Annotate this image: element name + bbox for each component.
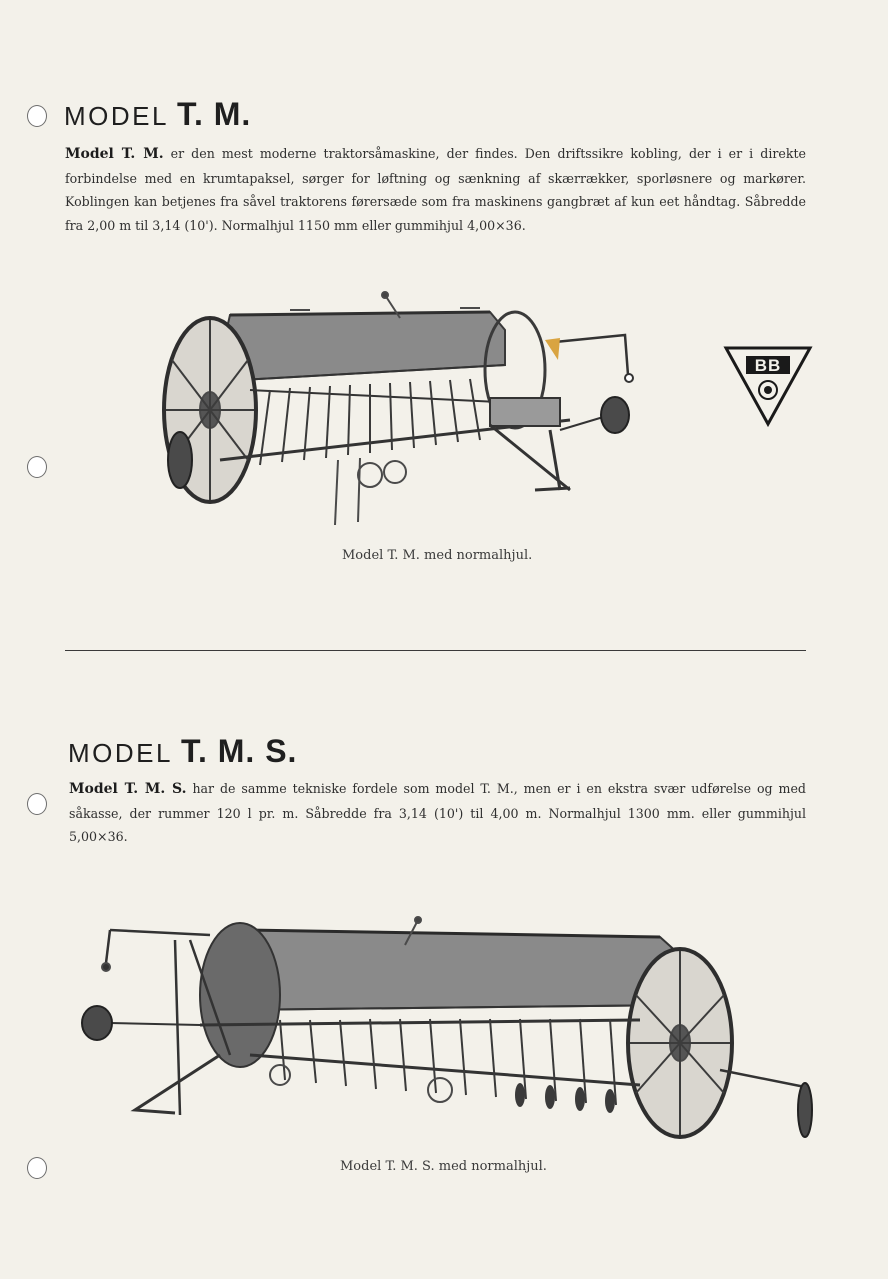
lead-text: er den mest moderne traktorsåmaskine, de… (65, 146, 806, 234)
section-divider (65, 650, 806, 651)
seed-drill-tms-photo (81, 916, 813, 1139)
image-caption-tm: Model T. M. med normalhjul. (342, 548, 533, 563)
seed-drill-tm-photo (162, 291, 634, 526)
lead-text: har de samme tekniske fordele som model … (69, 781, 806, 845)
logo-text: BB (755, 356, 782, 375)
lead-bold: Model T. M. S. (69, 781, 187, 797)
image-caption-tms: Model T. M. S. med normalhjul. (340, 1159, 547, 1174)
section-description-tms: Model T. M. S. har de samme tekniske for… (69, 777, 806, 849)
punch-hole (27, 456, 47, 478)
heading-prefix: MODEL (64, 101, 169, 131)
punch-hole (27, 105, 47, 127)
heading-model: T. M. (176, 96, 252, 132)
punch-hole (27, 1157, 47, 1179)
section-description-tm: Model T. M. er den mest moderne traktors… (65, 142, 806, 238)
lead-bold: Model T. M. (65, 146, 164, 162)
heading-model: T. M. S. (180, 733, 298, 769)
heading-prefix: MODEL (68, 738, 173, 768)
punch-hole (27, 793, 47, 815)
bb-logo: BB (723, 346, 813, 428)
